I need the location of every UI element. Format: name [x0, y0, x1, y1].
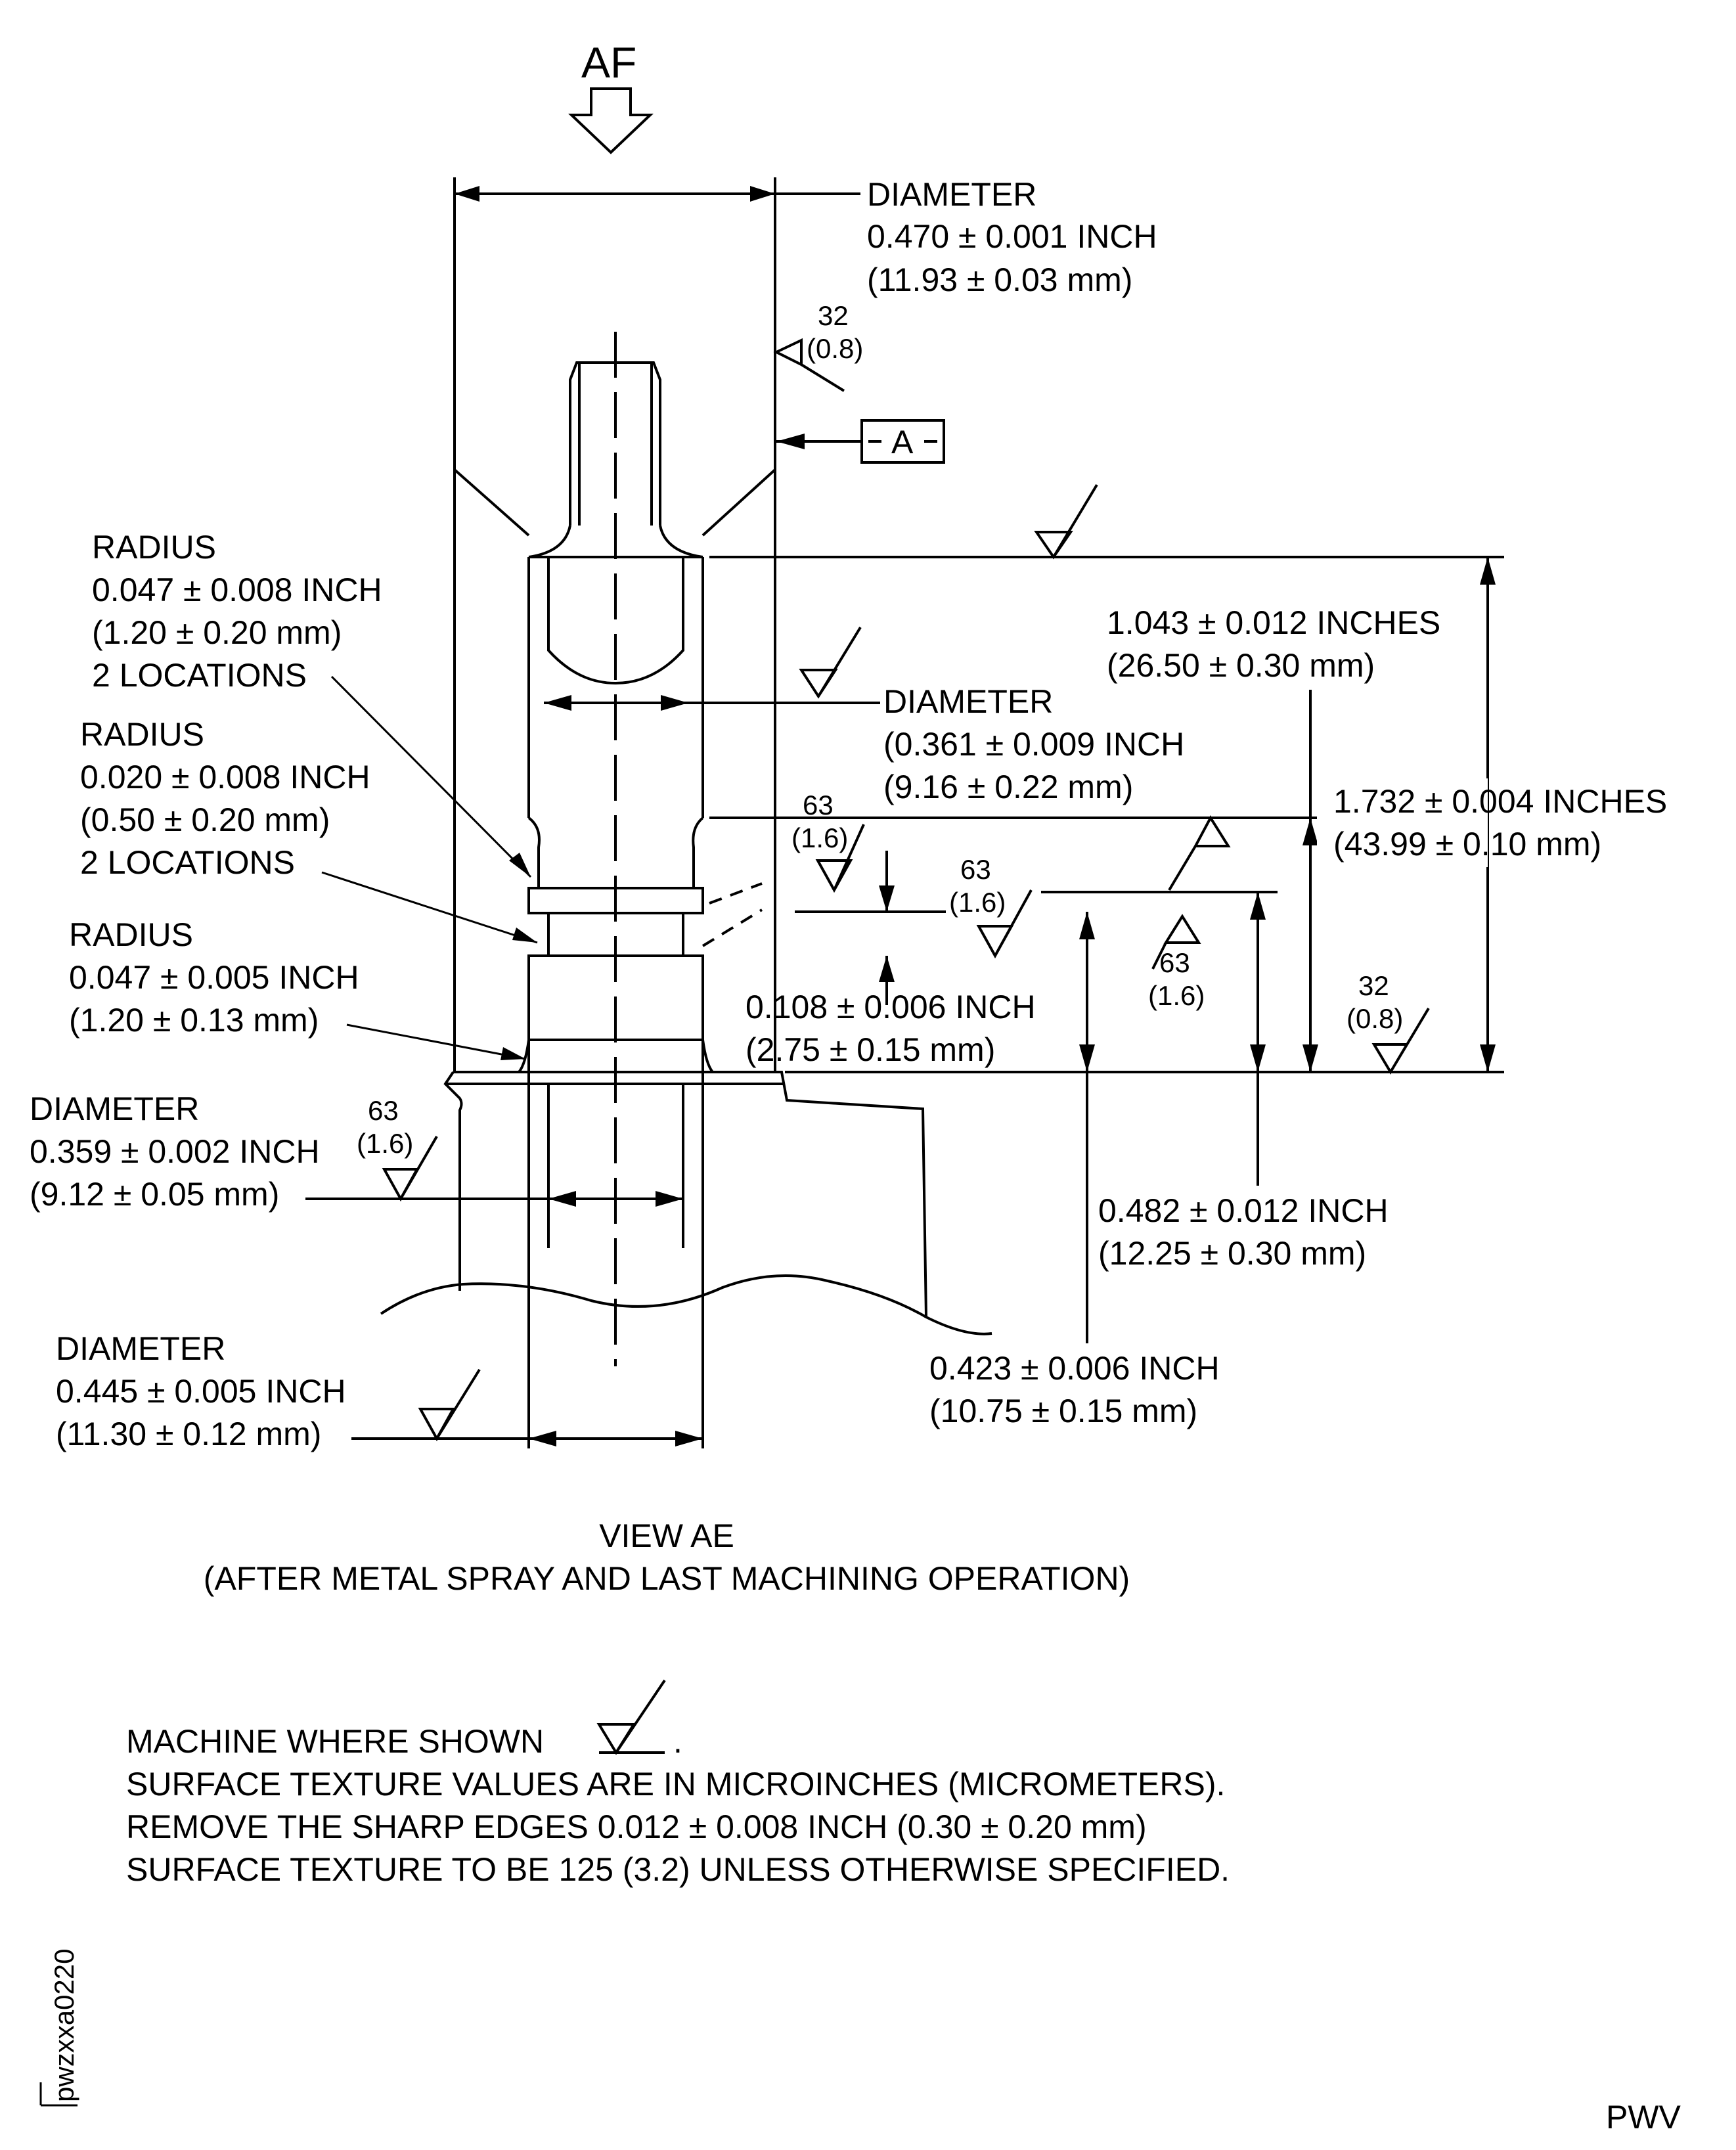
len-482-line2: (12.25 ± 0.30 mm): [1098, 1235, 1366, 1272]
svg-text:DIAMETER: DIAMETER: [56, 1330, 225, 1367]
note-1: MACHINE WHERE SHOWN: [126, 1723, 544, 1760]
svg-text:0.047 ± 0.005 INCH: 0.047 ± 0.005 INCH: [69, 959, 359, 996]
svg-text:.: .: [673, 1723, 682, 1760]
figure-id: pwzxxa0220: [49, 1949, 79, 2102]
len-482-line1: 0.482 ± 0.012 INCH: [1098, 1192, 1389, 1229]
footer-code: PWV: [1606, 2099, 1681, 2136]
note-2: SURFACE TEXTURE VALUES ARE IN MICROINCHE…: [126, 1766, 1225, 1803]
surface-finish-mark-32-top: 32 (0.8): [773, 300, 863, 392]
svg-text:(1.20 ± 0.13 mm): (1.20 ± 0.13 mm): [69, 1002, 319, 1039]
svg-text:63: 63: [803, 790, 834, 820]
dia-470-line2: 0.470 ± 0.001 INCH: [867, 218, 1157, 255]
view-title: VIEW AE (AFTER METAL SPRAY AND LAST MACH…: [204, 1517, 1130, 1597]
machining-symbol-icon: [596, 1679, 666, 1755]
svg-text:RADIUS: RADIUS: [80, 716, 204, 753]
view-arrow-icon: [568, 87, 654, 154]
datum-label: A: [891, 424, 914, 460]
len-1043-line2: (26.50 ± 0.30 mm): [1107, 647, 1375, 684]
surface-finish-mark-63-right: 63 (1.6): [1148, 914, 1205, 1011]
dimension-dia-361: DIAMETER (0.361 ± 0.009 INCH (9.16 ± 0.2…: [544, 626, 1184, 805]
surface-finish-mark-63-collar: 63 (1.6): [949, 854, 1033, 959]
dia-470-line3: (11.93 ± 0.03 mm): [867, 261, 1132, 298]
svg-text:(0.50 ± 0.20 mm): (0.50 ± 0.20 mm): [80, 801, 330, 838]
svg-text:32: 32: [1358, 970, 1389, 1001]
callout-dia-359: DIAMETER 0.359 ± 0.002 INCH (9.12 ± 0.05…: [30, 1090, 683, 1213]
svg-text:(1.6): (1.6): [949, 887, 1006, 918]
svg-text:2 LOCATIONS: 2 LOCATIONS: [80, 844, 295, 881]
svg-text:0.359 ± 0.002 INCH: 0.359 ± 0.002 INCH: [30, 1133, 320, 1170]
len-108-line2: (2.75 ± 0.15 mm): [746, 1031, 995, 1068]
dia-470-line1: DIAMETER: [867, 176, 1036, 213]
len-423-line2: (10.75 ± 0.15 mm): [929, 1393, 1197, 1429]
dia-361-line3: (9.16 ± 0.22 mm): [883, 769, 1133, 805]
svg-text:0.047 ± 0.008 INCH: 0.047 ± 0.008 INCH: [92, 571, 382, 608]
svg-text:2 LOCATIONS: 2 LOCATIONS: [92, 657, 307, 694]
svg-text:0.445 ± 0.005 INCH: 0.445 ± 0.005 INCH: [56, 1373, 346, 1410]
svg-text:(1.6): (1.6): [1148, 980, 1205, 1011]
callout-dia-445: DIAMETER 0.445 ± 0.005 INCH (11.30 ± 0.1…: [56, 1330, 703, 1452]
svg-text:(11.30 ± 0.12 mm): (11.30 ± 0.12 mm): [56, 1416, 321, 1452]
surface-finish-mark-top: [1034, 483, 1098, 560]
note-4: SURFACE TEXTURE TO BE 125 (3.2) UNLESS O…: [126, 1851, 1230, 1888]
svg-text:(0.8): (0.8): [1347, 1003, 1403, 1034]
callout-radius-2: RADIUS 0.020 ± 0.008 INCH (0.50 ± 0.20 m…: [80, 716, 538, 944]
len-1732-line2: (43.99 ± 0.10 mm): [1333, 826, 1601, 862]
dia-361-line1: DIAMETER: [883, 683, 1053, 720]
svg-text:63: 63: [960, 854, 991, 885]
callout-radius-3: RADIUS 0.047 ± 0.005 INCH (1.20 ± 0.13 m…: [69, 916, 526, 1060]
len-1043-line1: 1.043 ± 0.012 INCHES: [1107, 604, 1440, 641]
note-3: REMOVE THE SHARP EDGES 0.012 ± 0.008 INC…: [126, 1808, 1147, 1845]
svg-text:(1.6): (1.6): [791, 822, 848, 853]
surface-finish-mark-63-groove: 63 (1.6): [791, 790, 865, 893]
svg-text:63: 63: [368, 1095, 399, 1126]
svg-text:DIAMETER: DIAMETER: [30, 1090, 199, 1127]
dimension-len-108: 0.108 ± 0.006 INCH (2.75 ± 0.15 mm): [746, 851, 1036, 1068]
len-1732-line1: 1.732 ± 0.004 INCHES: [1333, 783, 1667, 820]
svg-text:(0.8): (0.8): [807, 333, 863, 364]
callout-radius-1: RADIUS 0.047 ± 0.008 INCH (1.20 ± 0.20 m…: [92, 529, 532, 878]
len-423-line1: 0.423 ± 0.006 INCH: [929, 1350, 1220, 1387]
svg-text:(1.6): (1.6): [357, 1128, 413, 1159]
svg-text:RADIUS: RADIUS: [92, 529, 216, 566]
svg-text:VIEW AE: VIEW AE: [599, 1517, 734, 1554]
surface-finish-mark-groove-right: [1168, 815, 1231, 891]
surface-finish-mark-32-flange: 32 (0.8): [1347, 970, 1430, 1075]
dimension-len-482: 0.482 ± 0.012 INCH (12.25 ± 0.30 mm): [1098, 892, 1389, 1272]
view-arrow-label: AF: [581, 38, 636, 87]
svg-text:0.020 ± 0.008 INCH: 0.020 ± 0.008 INCH: [80, 759, 370, 795]
extension-lines: [709, 556, 1504, 1073]
dimension-len-423: 0.423 ± 0.006 INCH (10.75 ± 0.15 mm): [929, 912, 1220, 1429]
dimension-len-1732: 1.732 ± 0.004 INCHES (43.99 ± 0.10 mm): [1317, 778, 1667, 867]
svg-text:RADIUS: RADIUS: [69, 916, 193, 953]
datum-feature-a: A: [776, 419, 945, 464]
dimension-dia-470: DIAMETER 0.470 ± 0.001 INCH (11.93 ± 0.0…: [453, 176, 1157, 1072]
general-notes: MACHINE WHERE SHOWN . SURFACE TEXTURE VA…: [126, 1679, 1230, 1888]
dimension-len-1043: 1.043 ± 0.012 INCHES (26.50 ± 0.30 mm): [1107, 557, 1496, 1072]
svg-text:(1.20 ± 0.20 mm): (1.20 ± 0.20 mm): [92, 614, 342, 651]
svg-text:32: 32: [818, 300, 849, 331]
svg-text:(9.12 ± 0.05 mm): (9.12 ± 0.05 mm): [30, 1176, 279, 1213]
shaft-outline: [380, 332, 992, 1448]
svg-text:(AFTER METAL SPRAY AND LAST MA: (AFTER METAL SPRAY AND LAST MACHINING OP…: [204, 1560, 1130, 1597]
svg-text:63: 63: [1159, 947, 1190, 978]
len-108-line1: 0.108 ± 0.006 INCH: [746, 989, 1036, 1025]
dia-361-line2: (0.361 ± 0.009 INCH: [883, 726, 1184, 763]
